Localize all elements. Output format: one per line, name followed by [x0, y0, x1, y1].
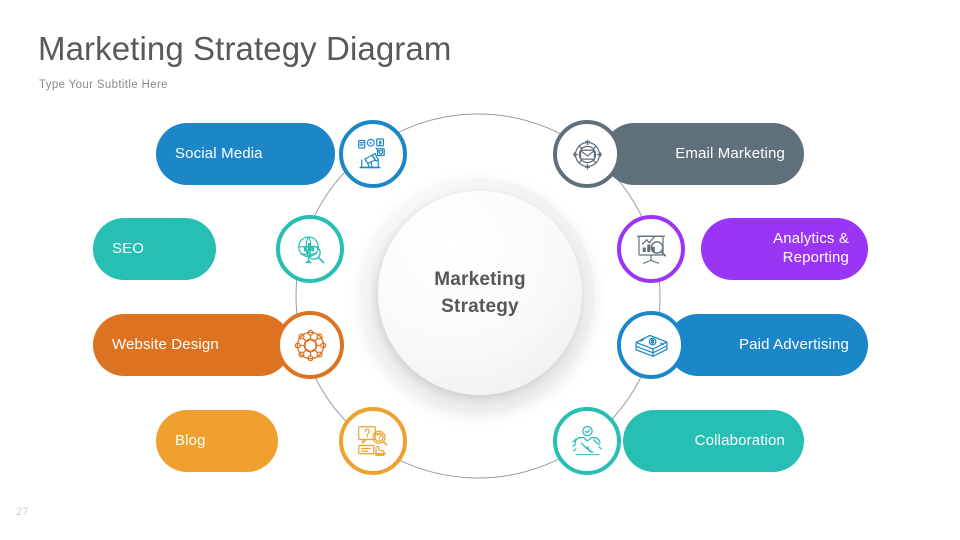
node-blog-pill[interactable]: Blog: [156, 410, 278, 472]
hub-inner-circle: Marketing Strategy: [378, 191, 582, 395]
handshake-icon: [553, 407, 621, 475]
node-analytics-label: Analytics &Reporting: [773, 230, 849, 266]
hub-label-line1: Marketing: [434, 269, 526, 291]
page-title: Marketing Strategy Diagram: [38, 30, 452, 67]
page-subtitle: Type Your Subtitle Here: [39, 79, 168, 91]
node-paid-advertising[interactable]: Paid Advertising: [617, 311, 868, 379]
node-website-design-label: Website Design: [112, 335, 219, 353]
node-paid-advertising-label: Paid Advertising: [739, 335, 849, 353]
node-collaboration[interactable]: Collaboration: [553, 407, 804, 475]
node-paid-advertising-pill[interactable]: Paid Advertising: [667, 314, 868, 376]
question-post-icon: [339, 407, 407, 475]
money-stack-icon: [617, 311, 685, 379]
node-social-media[interactable]: Social Media: [156, 120, 407, 188]
node-blog[interactable]: Blog: [156, 407, 407, 475]
node-email-marketing[interactable]: Email Marketing: [553, 120, 804, 188]
megaphone-social-icon: [339, 120, 407, 188]
network-sphere-icon: [276, 311, 344, 379]
hub-label-line2: Strategy: [441, 296, 519, 317]
node-website-design-pill[interactable]: Website Design: [93, 314, 291, 376]
node-social-media-pill[interactable]: Social Media: [156, 123, 335, 185]
node-seo-label: SEO: [112, 239, 145, 257]
chart-magnifier-icon: [276, 215, 344, 283]
node-blog-label: Blog: [175, 431, 206, 449]
node-analytics[interactable]: Analytics &Reporting: [617, 215, 868, 283]
node-seo-pill[interactable]: SEO: [93, 218, 217, 280]
envelope-target-icon: [553, 120, 621, 188]
node-email-marketing-label: Email Marketing: [675, 144, 785, 162]
node-collaboration-pill[interactable]: Collaboration: [622, 410, 804, 472]
node-analytics-pill[interactable]: Analytics &Reporting: [701, 218, 868, 280]
node-social-media-label: Social Media: [175, 144, 263, 162]
hub-label: Marketing Strategy: [434, 267, 526, 321]
center-hub: Marketing Strategy: [362, 178, 594, 410]
node-collaboration-label: Collaboration: [694, 431, 785, 449]
presentation-analysis-icon: [617, 215, 685, 283]
node-website-design[interactable]: Website Design: [93, 311, 344, 379]
node-seo[interactable]: SEO: [93, 215, 344, 283]
page-number: 27: [16, 506, 29, 518]
node-email-marketing-pill[interactable]: Email Marketing: [603, 123, 804, 185]
